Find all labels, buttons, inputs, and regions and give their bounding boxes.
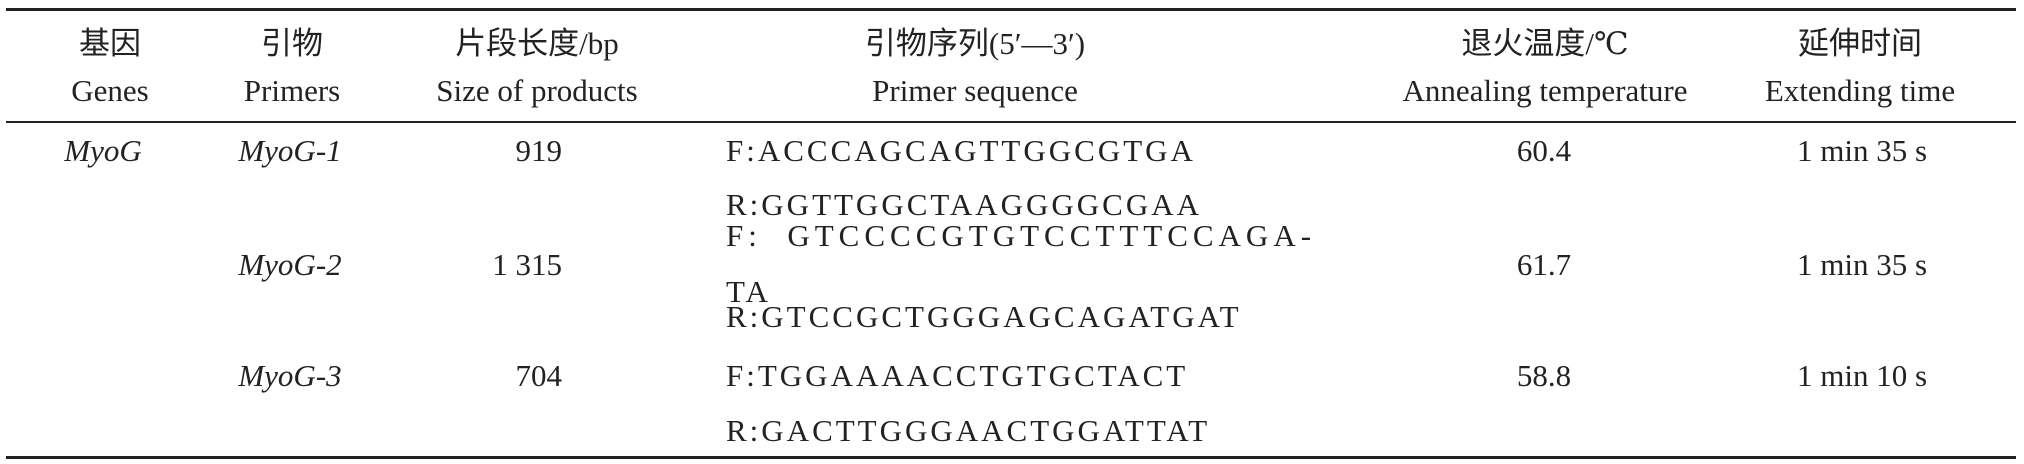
header-size-zh: 片段长度/bp	[455, 26, 619, 61]
product-size: 919	[515, 133, 563, 168]
header-genes-zh: 基因	[79, 26, 141, 61]
forward-sequence: F:TGGAAAACCTGTGCTACT	[726, 358, 1189, 393]
reverse-sequence: R:GGTTGGCTAAGGGGCGAA	[726, 187, 1203, 222]
product-size: 1 315	[492, 247, 562, 282]
product-size: 704	[515, 358, 563, 393]
forward-sequence: F: GTCCCCGTGTCCTTTCCAGA-	[726, 218, 1317, 253]
header-size-en: Size of products	[436, 73, 638, 108]
extending-time: 1 min 10 s	[1796, 358, 1928, 393]
header-sequence-en: Primer sequence	[872, 73, 1078, 108]
annealing-temp: 58.8	[1516, 358, 1572, 393]
header-extending-en: Extending time	[1764, 73, 1956, 108]
forward-sequence-continued: TA	[726, 274, 771, 309]
header-annealing-en: Annealing temperature	[1402, 73, 1688, 108]
reverse-sequence: R:GTCCGCTGGGAGCAGATGAT	[726, 299, 1242, 334]
bottom-rule	[6, 456, 2016, 459]
header-genes-en: Genes	[71, 73, 149, 108]
header-annealing-zh: 退火温度/℃	[1461, 26, 1629, 61]
primer-name: MyoG-1	[238, 133, 342, 168]
header-rule	[6, 121, 2016, 123]
annealing-temp: 60.4	[1516, 133, 1572, 168]
primer-name: MyoG-2	[238, 247, 342, 282]
reverse-sequence: R:GACTTGGGAACTGGATTAT	[726, 413, 1211, 448]
header-sequence-zh: 引物序列(5′—3′)	[864, 26, 1086, 61]
header-primers-zh: 引物	[261, 26, 323, 61]
primer-name: MyoG-3	[238, 358, 342, 393]
header-extending-zh: 延伸时间	[1798, 26, 1922, 61]
annealing-temp: 61.7	[1516, 247, 1572, 282]
forward-sequence: F:ACCCAGCAGTTGGCGTGA	[726, 133, 1196, 168]
gene-name: MyoG	[64, 133, 142, 168]
extending-time: 1 min 35 s	[1796, 247, 1928, 282]
header-primers-en: Primers	[243, 73, 341, 108]
top-rule	[6, 8, 2016, 11]
extending-time: 1 min 35 s	[1796, 133, 1928, 168]
